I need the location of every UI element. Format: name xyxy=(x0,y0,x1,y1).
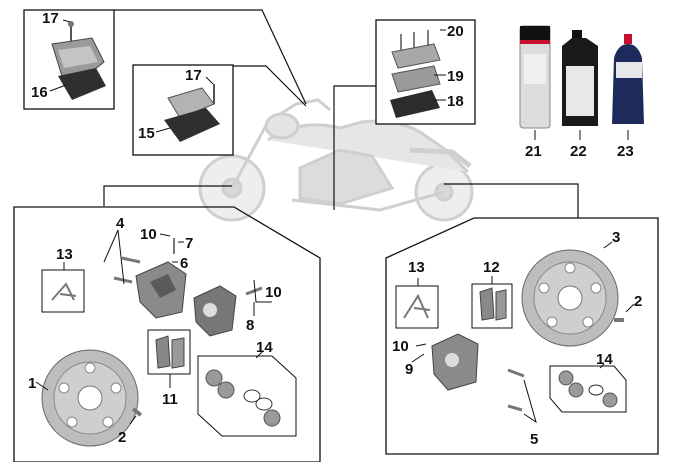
callout-21: 21 xyxy=(525,143,542,160)
brake-pads-part xyxy=(155,335,185,369)
callout-12: 12 xyxy=(483,259,500,276)
rear-brake-disc xyxy=(521,249,619,347)
callout-1: 1 xyxy=(28,375,36,392)
front-brake-disc xyxy=(41,349,139,447)
callout-4: 4 xyxy=(116,215,125,232)
reservoir-box-right: 20 19 18 xyxy=(375,19,476,125)
reservoir-cover-part xyxy=(164,84,220,142)
disc-bolt xyxy=(614,318,624,322)
callout-15: 15 xyxy=(138,125,155,142)
callout-2-rear: 2 xyxy=(634,293,642,310)
fluid-bottle-23: 23 xyxy=(612,34,644,160)
callout-6: 6 xyxy=(180,255,188,272)
disc-bolt xyxy=(131,407,143,417)
brake-pads-part xyxy=(479,287,507,321)
callout-10-rear: 10 xyxy=(392,338,409,355)
callout-9: 9 xyxy=(405,361,413,378)
callout-7: 7 xyxy=(185,235,193,252)
callout-23: 23 xyxy=(617,143,634,160)
reservoir-cover-part xyxy=(51,21,106,100)
rear-caliper xyxy=(431,333,479,391)
callout-14-rear: 14 xyxy=(596,351,613,368)
reservoir-box-center: 17 15 xyxy=(132,64,234,156)
callout-5: 5 xyxy=(530,431,538,448)
fluid-bottle-22: 22 xyxy=(562,30,598,160)
callout-11: 11 xyxy=(162,391,178,408)
callout-18: 18 xyxy=(447,93,464,110)
rear-brake-panel: 3 2 13 12 10 9 5 xyxy=(385,217,659,455)
callout-22: 22 xyxy=(570,143,587,160)
seal-kit-part xyxy=(205,369,281,427)
callout-3: 3 xyxy=(612,229,620,246)
callout-13-rear: 13 xyxy=(408,259,425,276)
front-caliper xyxy=(135,261,187,319)
front-caliper-2 xyxy=(193,285,237,337)
reservoir-stack-part xyxy=(390,30,441,118)
callout-10-front-2: 10 xyxy=(265,284,282,301)
callout-17-top: 17 xyxy=(42,10,59,27)
callout-16: 16 xyxy=(31,84,48,101)
callout-17-mid: 17 xyxy=(185,67,202,84)
callout-2-front: 2 xyxy=(118,429,126,446)
callout-20: 20 xyxy=(447,23,464,40)
callout-8: 8 xyxy=(246,317,254,334)
pin-clip-part xyxy=(51,282,77,301)
motorcycle-illustration xyxy=(198,98,474,222)
callout-14-front: 14 xyxy=(256,339,273,356)
pin-clip-part xyxy=(403,293,431,319)
reservoir-box-left: 17 16 xyxy=(23,9,115,110)
caliper-bolts xyxy=(113,238,263,296)
caliper-bolts xyxy=(507,368,525,412)
callout-10-front: 10 xyxy=(140,226,157,243)
callout-19: 19 xyxy=(447,68,464,85)
callout-13-front: 13 xyxy=(56,246,73,263)
seal-kit-part xyxy=(558,370,618,408)
front-brake-panel: 1 2 4 10 7 6 10 8 xyxy=(13,206,321,462)
spray-can-21: 21 xyxy=(519,25,551,160)
pointer-lines xyxy=(103,9,579,218)
